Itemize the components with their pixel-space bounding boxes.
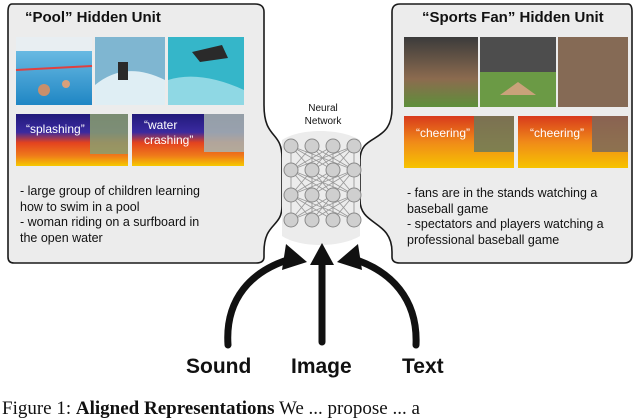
pool-sound-label-2b: crashing”	[144, 133, 194, 147]
network-node	[283, 212, 299, 228]
sound-arrow	[224, 254, 298, 349]
sound-arrowhead	[282, 244, 307, 270]
sports-caption-line: - spectators and players watching a	[407, 217, 604, 231]
input-label-sound: Sound	[186, 355, 252, 378]
network-node	[325, 187, 341, 203]
text-arrowhead	[337, 244, 362, 270]
pool-caption-line: - woman riding on a surfboard in	[20, 215, 200, 229]
pool-sound-label-1: “splashing”	[26, 122, 85, 136]
pool-caption-line: the open water	[20, 230, 103, 245]
network-node	[346, 187, 362, 203]
network-node	[304, 138, 320, 154]
network-connection	[311, 145, 355, 171]
network-connection	[290, 194, 334, 221]
sports-sound-label-2: “cheering”	[530, 126, 585, 140]
sports-sound-label-1: “cheering”	[416, 126, 471, 140]
pool-sound-label-2a: “water	[144, 118, 178, 132]
caption-bold: Aligned Representations	[75, 398, 275, 419]
caption-prefix: Figure 1:	[2, 398, 72, 419]
input-label-image: Image	[291, 355, 352, 378]
network-node	[325, 138, 341, 154]
network-label-1: Neural	[308, 103, 338, 114]
network-node	[346, 162, 362, 178]
sports-caption-line: - fans are in the stands watching a	[407, 186, 598, 200]
pool-panel-title: “Pool” Hidden Unit	[25, 9, 161, 26]
network-connection	[290, 145, 334, 171]
caption-rest: We ... propose ... a	[278, 398, 420, 419]
image-arrowhead	[310, 243, 334, 265]
network-node	[325, 162, 341, 178]
pool-spectrogram-2	[132, 114, 244, 166]
pool-caption-line: how to swim in a pool	[20, 199, 140, 214]
sports-image-2	[480, 37, 556, 107]
sports-panel-title: “Sports Fan” Hidden Unit	[422, 9, 604, 26]
network-connection	[311, 194, 355, 221]
figure-caption: Figure 1: Aligned Representations We ...…	[2, 398, 420, 420]
network-node	[346, 138, 362, 154]
network-node	[283, 187, 299, 203]
pool-spectrogram-1	[16, 114, 128, 166]
sports-caption-line: professional baseball game	[407, 232, 560, 247]
network-node	[283, 162, 299, 178]
sports-spectrogram-1	[404, 116, 514, 168]
input-label-text: Text	[402, 355, 444, 378]
network-connection	[290, 194, 355, 221]
network-node	[283, 138, 299, 154]
sports-image-3	[558, 37, 628, 107]
pool-caption-line: - large group of children learning	[20, 184, 200, 198]
neural-network	[283, 138, 362, 228]
network-label-2: Network	[304, 116, 342, 127]
text-arrow	[346, 254, 420, 349]
network-connection	[290, 169, 355, 196]
network-connection	[290, 145, 355, 171]
network-node	[304, 162, 320, 178]
input-arrows	[224, 254, 420, 349]
pool-image-1	[15, 37, 93, 105]
pool-image-2	[95, 37, 165, 105]
network-node	[304, 212, 320, 228]
sports-image-1	[404, 37, 478, 107]
sports-spectrogram-2	[518, 116, 628, 168]
pool-image-3	[168, 37, 244, 105]
pool-captions: - large group of children learning how t…	[20, 184, 258, 246]
arrow-heads	[282, 243, 362, 270]
network-node	[325, 212, 341, 228]
sports-caption-line: baseball game	[407, 201, 489, 216]
network-connection	[290, 169, 334, 196]
network-node	[346, 212, 362, 228]
network-connection	[311, 169, 355, 196]
sports-captions: - fans are in the stands watching a base…	[407, 186, 629, 248]
network-node	[304, 187, 320, 203]
